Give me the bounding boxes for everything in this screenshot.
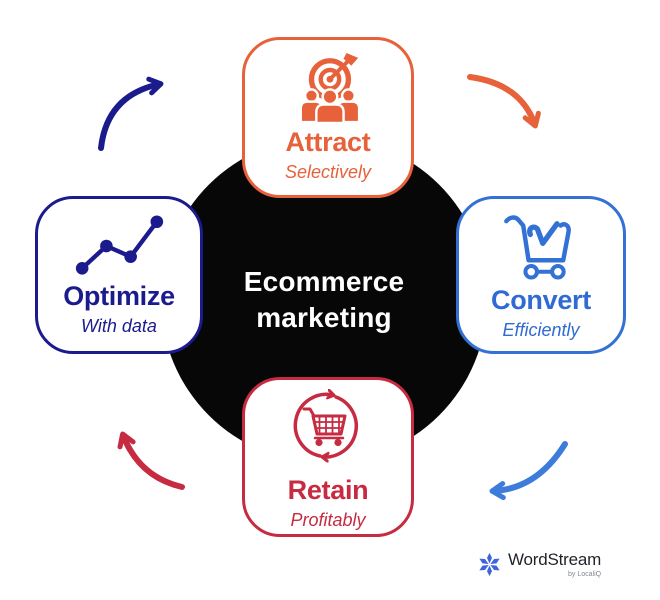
target-audience-icon [291,52,365,125]
stage-card-attract: Attract Selectively [242,37,414,198]
stage-card-retain: Retain Profitably [242,377,414,537]
brand-byline: by LocaliQ [568,570,602,578]
diagram-title-line1: Ecommerce [243,265,405,297]
cart-refresh-icon [285,384,371,472]
stage-subtitle-convert: Efficiently [502,319,580,340]
brand-name: WordStream [508,550,602,569]
line-chart-icon [73,214,165,278]
diagram-title: Ecommerce marketing [244,264,405,337]
cart-check-icon [501,210,581,282]
stage-title-optimize: Optimize [63,280,175,311]
diagram-title-line2: marketing [256,302,392,333]
asterisk-logo-icon [479,552,500,577]
stage-card-optimize: Optimize With data [35,196,203,354]
arrow-retain-to-optimize [117,431,185,490]
stage-subtitle-optimize: With data [81,315,157,336]
stage-subtitle-attract: Selectively [284,162,372,183]
arrow-convert-to-retain [489,441,568,501]
stage-card-convert: Convert Efficiently [456,196,626,354]
arrow-optimize-to-attract [98,76,164,151]
stage-title-retain: Retain [287,474,369,505]
stage-subtitle-retain: Profitably [290,509,366,530]
stage-title-convert: Convert [491,284,591,315]
stage-title-attract: Attract [285,127,371,158]
arrow-attract-to-convert [467,74,541,129]
wordstream-logo: WordStream by LocaliQ [477,550,602,578]
